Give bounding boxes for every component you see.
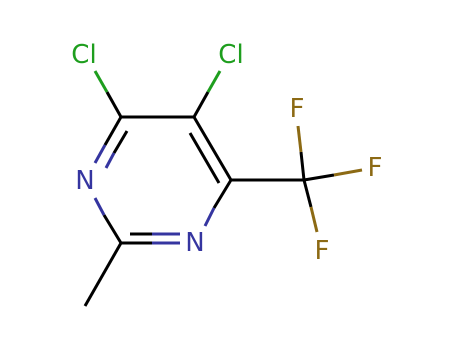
atom-nitrogen-bottom: N bbox=[185, 228, 204, 258]
bond-cf3-f-right bbox=[303, 168, 363, 182]
atom-chlorine-left: Cl bbox=[71, 40, 96, 70]
atom-fluorine-top: F bbox=[290, 94, 305, 124]
bond-c6-n1 bbox=[203, 179, 233, 227]
atom-fluorine-right: F bbox=[368, 153, 383, 183]
bond-c5-cl bbox=[192, 70, 222, 118]
bond-c2-methyl bbox=[83, 242, 123, 307]
atom-nitrogen-left: N bbox=[75, 166, 94, 196]
bond-cf3-f-top bbox=[296, 125, 306, 181]
atom-fluorine-bottom: F bbox=[315, 236, 330, 266]
bond-c4-cl bbox=[93, 70, 123, 118]
bond-c5-c6-double bbox=[188, 116, 233, 184]
bond-c2-n3 bbox=[93, 197, 123, 244]
bond-n1-c2-double bbox=[121, 232, 180, 245]
bond-n3-c4-double bbox=[93, 116, 129, 169]
bond-cf3-f-bottom bbox=[302, 179, 319, 233]
atom-chlorine-right: Cl bbox=[218, 40, 243, 70]
